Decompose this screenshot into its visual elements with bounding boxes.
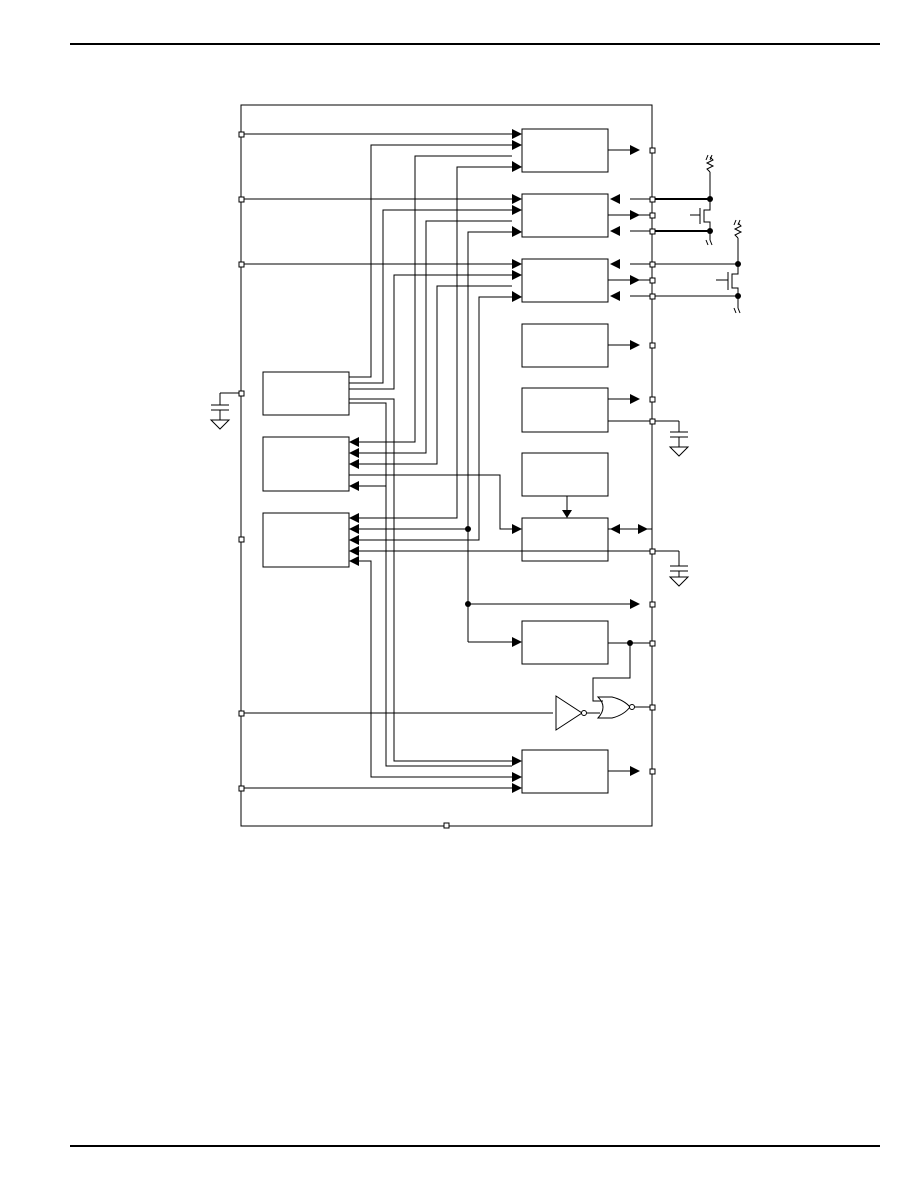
block-l3 (262, 512, 350, 568)
pin-left-7 (238, 785, 245, 792)
block-l2 (262, 436, 350, 492)
pin-right-4 (649, 228, 656, 235)
block-r2 (521, 193, 609, 238)
block-r4 (521, 323, 609, 368)
pin-right-6 (649, 277, 656, 284)
pin-left-2 (238, 196, 245, 203)
block-r1 (521, 128, 609, 173)
header-rule (70, 43, 880, 45)
pin-right-14 (649, 704, 656, 711)
pin-right-2 (649, 196, 656, 203)
block-l1 (262, 371, 350, 416)
pin-right-1 (649, 147, 656, 154)
pin-bottom-1 (443, 822, 450, 829)
block-r7 (521, 517, 609, 562)
pin-right-10 (649, 418, 656, 425)
footer-rule (70, 1145, 880, 1147)
pin-left-6 (238, 710, 245, 717)
block-r3 (521, 258, 609, 303)
pin-left-1 (238, 131, 245, 138)
pin-right-9 (649, 396, 656, 403)
pin-right-8 (649, 342, 656, 349)
block-r5 (521, 387, 609, 433)
pin-right-12 (649, 601, 656, 608)
pin-right-3 (649, 212, 656, 219)
pin-right-7 (649, 293, 656, 300)
pin-left-5 (238, 536, 245, 543)
pin-right-13 (649, 640, 656, 647)
block-r6 (521, 452, 609, 497)
block-r8 (521, 620, 609, 665)
pin-right-15 (649, 768, 656, 775)
pin-left-4 (238, 390, 245, 397)
chip-outline (240, 104, 653, 827)
pin-left-3 (238, 261, 245, 268)
pin-right-5 (649, 261, 656, 268)
pin-right-11 (649, 548, 656, 555)
block-r9 (521, 749, 609, 794)
